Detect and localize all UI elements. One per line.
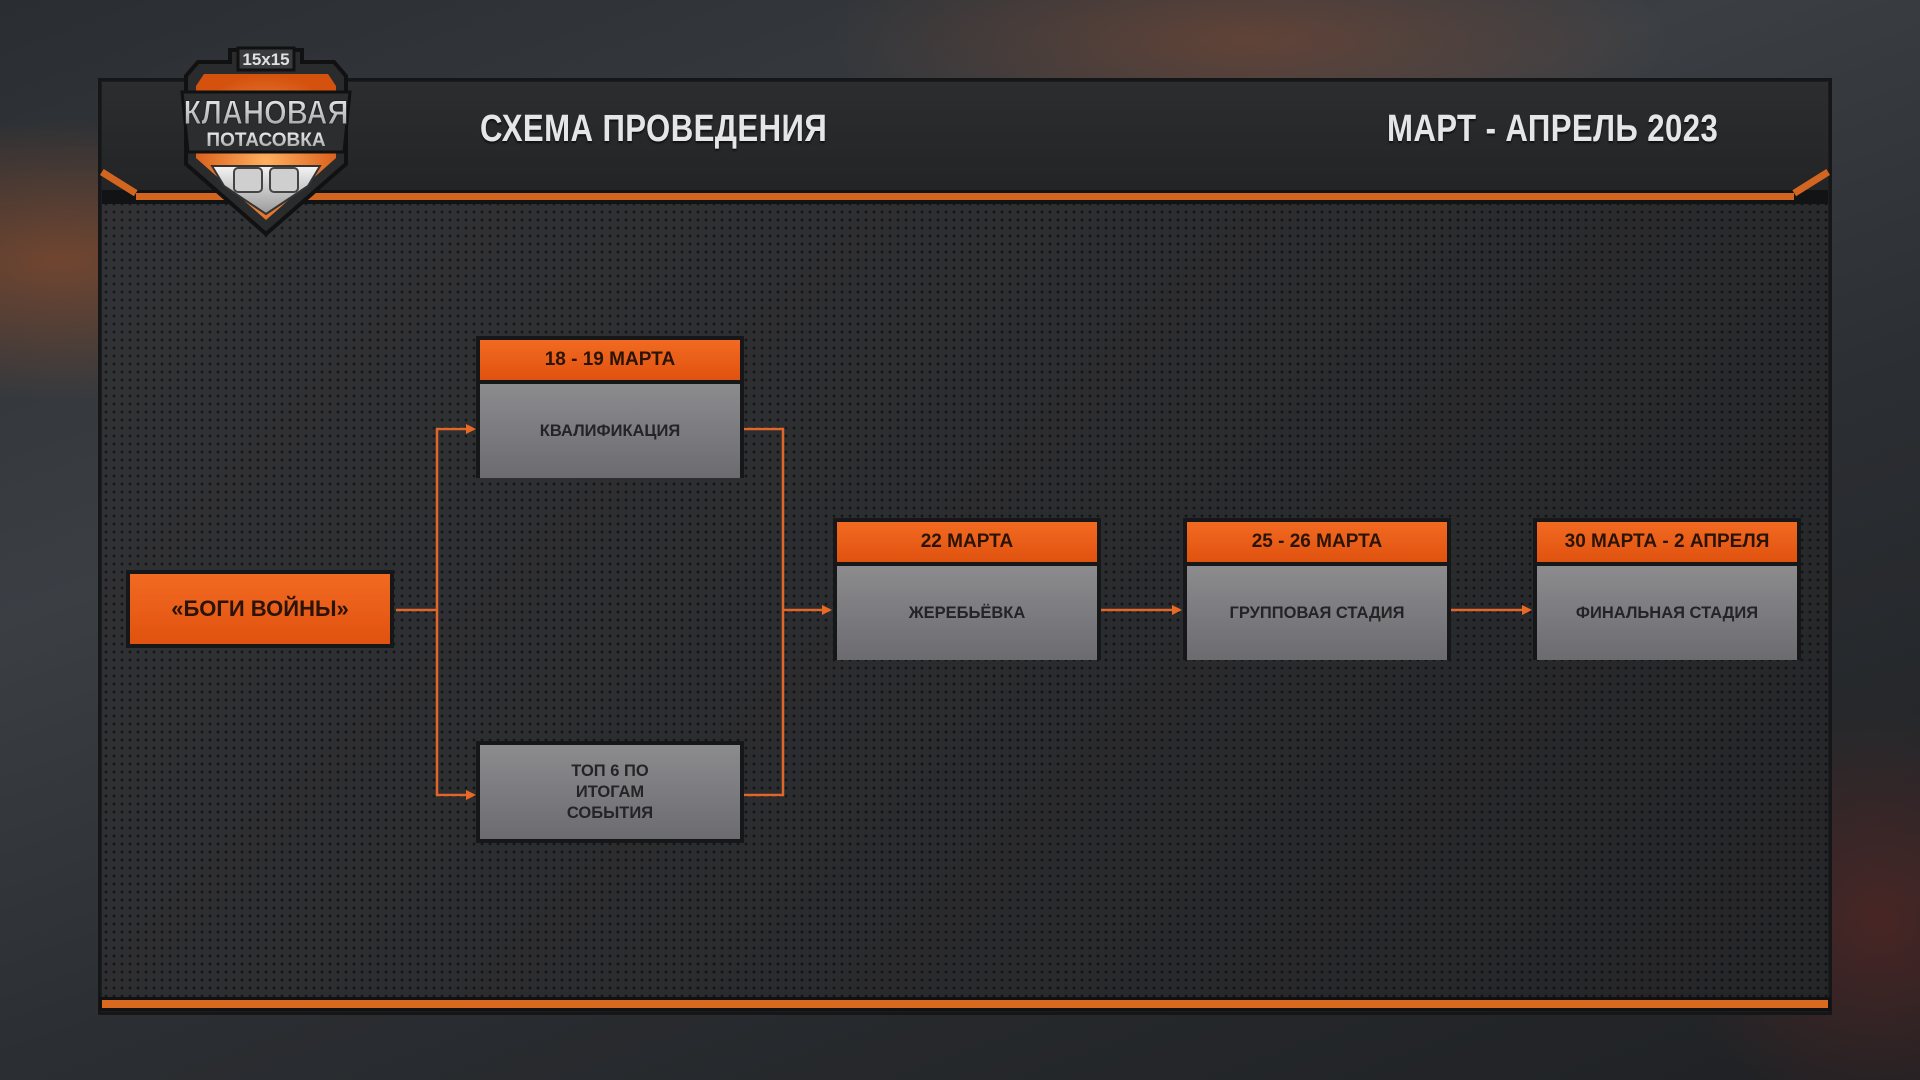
stage-top6: ТОП 6 ПО ИТОГАМ СОБЫТИЯ [476, 741, 744, 843]
stage-group: 25 - 26 МАРТА ГРУППОВАЯ СТАДИЯ [1183, 518, 1451, 660]
date-range: МАРТ - АПРЕЛЬ 2023 [1387, 108, 1719, 150]
bottom-orange-line [102, 1000, 1828, 1008]
stage-label: ФИНАЛЬНАЯ СТАДИЯ [1537, 566, 1797, 660]
stage-qualification: 18 - 19 МАРТА КВАЛИФИКАЦИЯ [476, 336, 744, 478]
stage-date: 22 МАРТА [837, 522, 1097, 566]
header-stripe [99, 169, 1831, 204]
stage-date: 18 - 19 МАРТА [480, 340, 740, 384]
logo-line2-text: ПОТАСОВКА [206, 130, 325, 151]
stage-date: 25 - 26 МАРТА [1187, 522, 1447, 566]
logo-format-text: 15x15 [242, 50, 289, 69]
logo-line1-text: КЛАНОВАЯ [184, 93, 349, 132]
stage-final: 30 МАРТА - 2 АПРЕЛЯ ФИНАЛЬНАЯ СТАДИЯ [1533, 518, 1801, 660]
stage-label: ГРУППОВАЯ СТАДИЯ [1187, 566, 1447, 660]
stage-draw: 22 МАРТА ЖЕРЕБЬЁВКА [833, 518, 1101, 660]
stage-label: ЖЕРЕБЬЁВКА [837, 566, 1097, 660]
stage-date: 30 МАРТА - 2 АПРЕЛЯ [1537, 522, 1797, 566]
stage-label: ТОП 6 ПО ИТОГАМ СОБЫТИЯ [480, 745, 740, 839]
header-orange-line [136, 193, 1794, 200]
header-bar [102, 82, 1828, 190]
page-title: СХЕМА ПРОВЕДЕНИЯ [480, 108, 828, 150]
logo-shield-icon: 15x15 КЛАНОВАЯ ПОТАСОВКА [180, 46, 352, 237]
clan-brawl-logo: 15x15 КЛАНОВАЯ ПОТАСОВКА [168, 40, 364, 240]
source-node-gods-of-war: «БОГИ ВОЙНЫ» [126, 570, 394, 648]
stage-label: КВАЛИФИКАЦИЯ [480, 384, 740, 478]
